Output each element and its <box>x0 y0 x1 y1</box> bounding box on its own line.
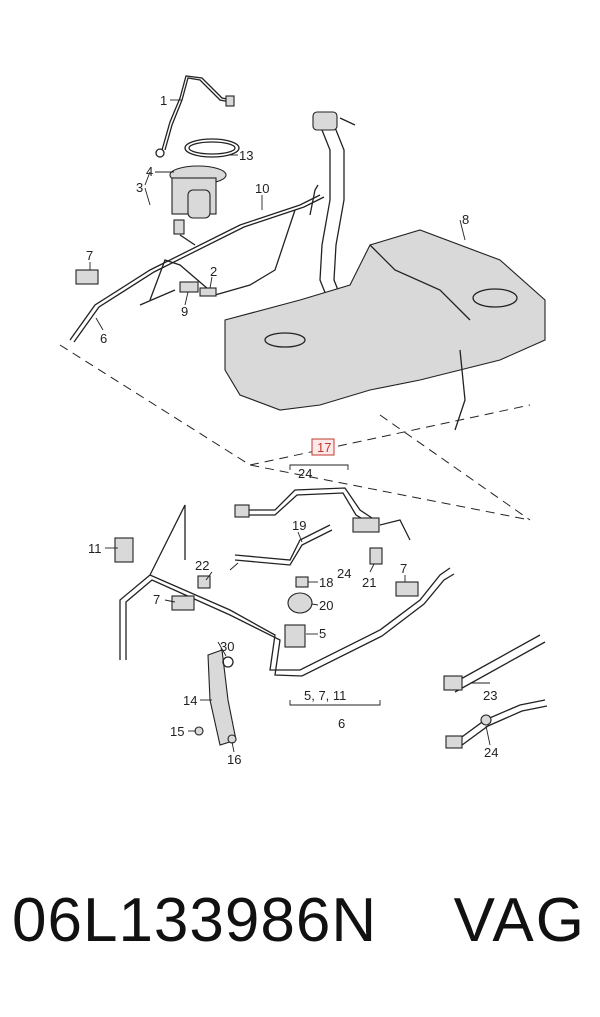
exploded-parts-diagram: 1 13 4 3 10 8 7 2 9 6 17 24 19 11 22 24 … <box>59 75 548 767</box>
fuel-pump-unit <box>169 165 227 246</box>
callout-16: 16 <box>227 752 241 767</box>
section-divider-2 <box>379 414 531 521</box>
callout-17: 17 <box>317 440 331 455</box>
callout-7b: 7 <box>153 592 160 607</box>
fitting-21 <box>369 547 383 565</box>
callout-21: 21 <box>362 575 376 590</box>
callout-11: 11 <box>88 541 102 556</box>
fittings-9-2 <box>139 281 217 306</box>
callout-14: 14 <box>183 693 197 708</box>
valve-20 <box>287 592 313 614</box>
cable-tie-24 <box>445 699 548 749</box>
line-clip-7-lower <box>171 595 195 611</box>
callout-5-7-11: 5, 7, 11 <box>304 688 346 703</box>
filler-neck <box>312 111 356 301</box>
callout-22: 22 <box>195 558 209 573</box>
callout-1: 1 <box>160 93 167 108</box>
callout-8: 8 <box>462 212 469 227</box>
callout-24b: 24 <box>337 566 351 581</box>
callout-15: 15 <box>170 724 184 739</box>
line-clip-11 <box>114 537 134 563</box>
clip-5 <box>284 624 306 648</box>
callout-3: 3 <box>136 180 143 195</box>
callout-6a: 6 <box>100 331 107 346</box>
callout-4: 4 <box>146 164 153 179</box>
callout-2: 2 <box>210 264 217 279</box>
fuel-lines-lower <box>119 504 455 677</box>
callout-18: 18 <box>319 575 333 590</box>
bracket-5-7-11 <box>289 700 381 706</box>
section-divider <box>59 344 531 521</box>
seal-ring <box>184 138 240 158</box>
callout-24c: 24 <box>484 745 498 760</box>
footer: 06L133986N VAG <box>0 885 600 995</box>
callout-24a: 24 <box>298 466 312 481</box>
mounting-bracket <box>194 649 237 746</box>
wiring-harness <box>155 75 235 158</box>
line-clip-7-right <box>395 581 419 597</box>
hose-assembly <box>234 487 411 566</box>
leader-lines <box>89 99 491 753</box>
brand-name: VAG <box>453 886 586 955</box>
part-number: 06L133986N <box>12 886 378 955</box>
callout-5: 5 <box>319 626 326 641</box>
callout-30: 30 <box>220 639 234 654</box>
line-clip-upper <box>75 269 99 285</box>
callout-7c: 7 <box>400 561 407 576</box>
cable-tie-23 <box>443 634 546 693</box>
callout-6b: 6 <box>338 716 345 731</box>
callout-9: 9 <box>181 304 188 319</box>
callout-7a: 7 <box>86 248 93 263</box>
callout-10: 10 <box>255 181 269 196</box>
bracket-17-24 <box>289 464 349 470</box>
callout-13: 13 <box>239 148 253 163</box>
fuel-tank <box>224 229 546 431</box>
callout-17-highlight <box>311 438 335 456</box>
callout-23: 23 <box>483 688 497 703</box>
clip-18 <box>295 576 309 588</box>
callout-20: 20 <box>319 598 333 613</box>
callout-19: 19 <box>292 518 306 533</box>
